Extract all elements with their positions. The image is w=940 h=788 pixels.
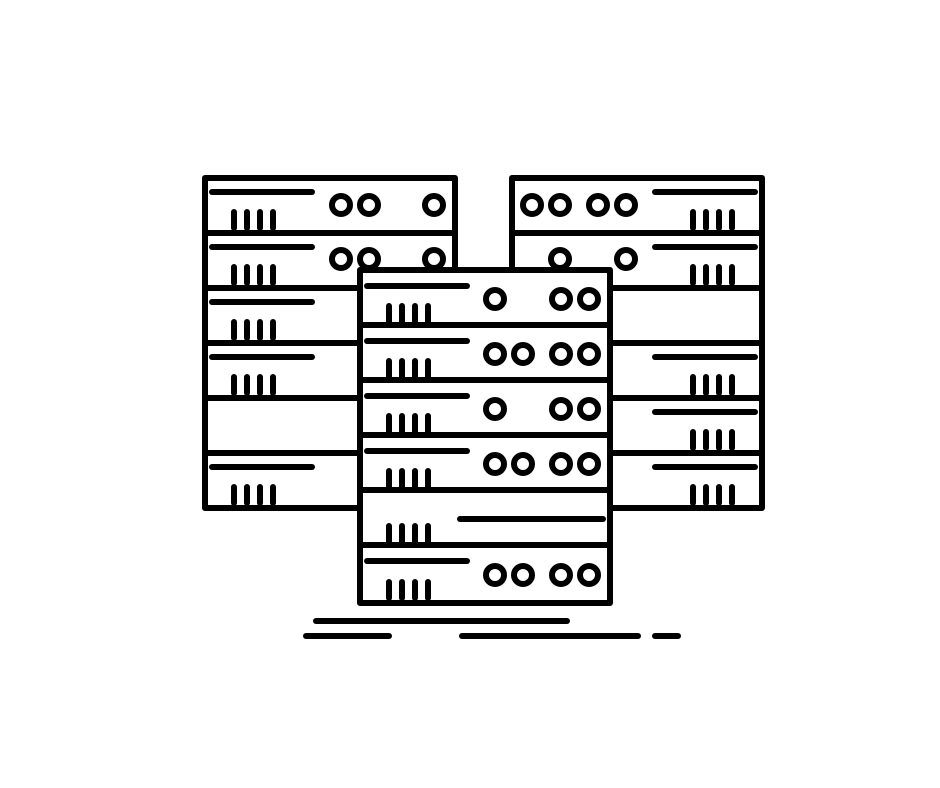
front-rack	[357, 267, 613, 606]
right-rack	[509, 175, 765, 511]
left-rack	[202, 175, 458, 511]
right-rack-frame	[509, 175, 765, 511]
right-rack-buttons	[520, 193, 638, 271]
right-rack-leds	[690, 209, 735, 506]
front-rack-leds	[386, 303, 431, 601]
ground-lines	[303, 618, 681, 639]
front-rack-buttons	[483, 287, 601, 587]
left-rack-leds	[231, 209, 276, 506]
